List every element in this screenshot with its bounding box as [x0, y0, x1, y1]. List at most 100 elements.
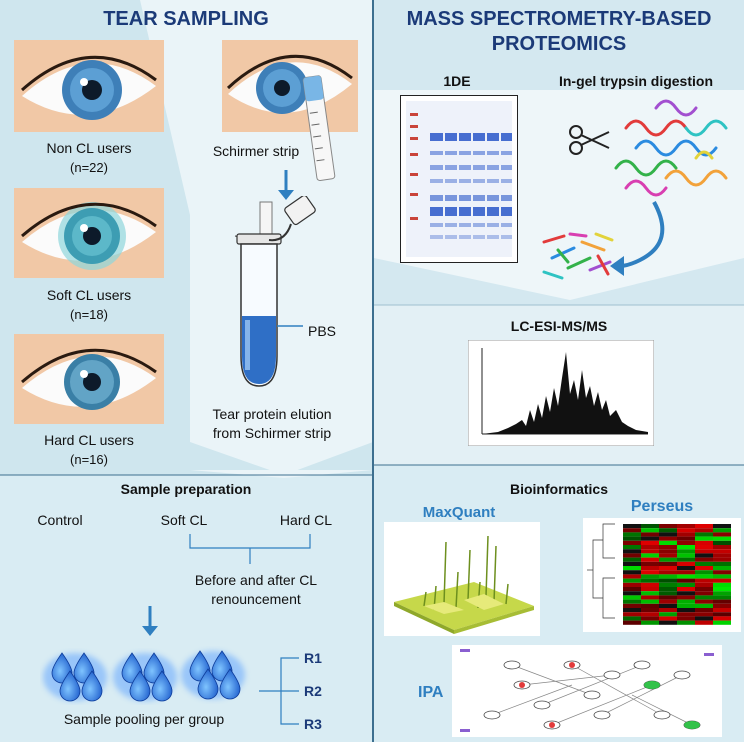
- peptides-image: [542, 232, 614, 280]
- heatmap-cell: [695, 570, 713, 575]
- heatmap-cell: [677, 582, 695, 587]
- maxquant-label: MaxQuant: [422, 504, 496, 521]
- elution-label-line1: Tear protein elution: [212, 406, 332, 422]
- heatmap-cell: [677, 557, 695, 562]
- heatmap-cell: [623, 524, 641, 529]
- group-n-soft-cl: (n=18): [70, 307, 108, 322]
- schirmer-strip-icon: [302, 75, 336, 181]
- heatmap-cell: [659, 566, 677, 571]
- elution-tube-icon: [234, 196, 316, 387]
- heatmap-cell: [641, 612, 659, 617]
- heatmap-cell: [623, 616, 641, 621]
- heatmap-cell: [695, 595, 713, 600]
- heatmap-cell: [713, 528, 731, 533]
- heatmap-cell: [695, 608, 713, 613]
- heatmap-cell: [641, 540, 659, 545]
- heatmap-cell: [677, 549, 695, 554]
- heatmap-cell: [677, 532, 695, 537]
- heatmap-cell: [623, 578, 641, 583]
- heatmap-cell: [623, 570, 641, 575]
- heatmap-cell: [677, 536, 695, 541]
- heatmap-cell: [641, 553, 659, 558]
- heatmap-cell: [677, 553, 695, 558]
- group-label-soft-cl: Soft CL users: [46, 287, 132, 303]
- heatmap-cell: [623, 612, 641, 617]
- heatmap-cell: [641, 570, 659, 575]
- maxquant-3d-plot-image: [384, 522, 540, 636]
- pbs-label: PBS: [308, 323, 337, 339]
- pooling-arrow-icon: [142, 606, 158, 636]
- heatmap-cell: [641, 587, 659, 592]
- replicate-r3: R3: [304, 716, 322, 732]
- heatmap-cell: [677, 570, 695, 575]
- tear-sampling-title: TEAR SAMPLING: [103, 8, 269, 30]
- heatmap-cell: [659, 578, 677, 583]
- heatmap-cell: [713, 591, 731, 596]
- sample-prep-title: Sample preparation: [120, 481, 252, 497]
- heatmap-cell: [713, 557, 731, 562]
- replicate-r2: R2: [304, 683, 322, 699]
- heatmap-cell: [677, 595, 695, 600]
- heatmap-cell: [659, 595, 677, 600]
- heatmap-cell: [677, 578, 695, 583]
- heatmap-cell: [641, 620, 659, 625]
- heatmap-cell: [695, 616, 713, 621]
- heatmap-cell: [659, 553, 677, 558]
- heatmap-cell: [623, 603, 641, 608]
- down-arrow-icon: [278, 170, 294, 200]
- heatmap-cell: [659, 545, 677, 550]
- heatmap-cell: [659, 603, 677, 608]
- heatmap-cell: [695, 620, 713, 625]
- heatmap-cell: [677, 603, 695, 608]
- heatmap-cell: [659, 561, 677, 566]
- heatmap-cell: [623, 620, 641, 625]
- heatmap-cell: [659, 608, 677, 613]
- heatmap-cell: [713, 549, 731, 554]
- heatmap-cell: [695, 599, 713, 604]
- heatmap-cell: [713, 536, 731, 541]
- heatmap-cell: [713, 545, 731, 550]
- replicate-bracket-lines: [259, 657, 299, 725]
- perseus-label: Perseus: [630, 498, 694, 515]
- heatmap-cell: [677, 524, 695, 529]
- heatmap-cell: [659, 536, 677, 541]
- heatmap-cell: [713, 524, 731, 529]
- heatmap-cell: [659, 612, 677, 617]
- heatmap-cell: [713, 616, 731, 621]
- heatmap-cell: [641, 608, 659, 613]
- heatmap-cell: [623, 536, 641, 541]
- heatmap-cell: [713, 570, 731, 575]
- heatmap-cell: [641, 599, 659, 604]
- heatmap-cell: [695, 561, 713, 566]
- heatmap-cell: [641, 532, 659, 537]
- heatmap-cell: [695, 524, 713, 529]
- heatmap-cell: [677, 574, 695, 579]
- group-label-hard-cl: Hard CL users: [44, 432, 134, 448]
- sample-prep-notch: [190, 470, 373, 478]
- heatmap-cell: [641, 549, 659, 554]
- heatmap-cell: [695, 566, 713, 571]
- heatmap-cell: [695, 557, 713, 562]
- heatmap-cell: [623, 545, 641, 550]
- heatmap-cell: [713, 620, 731, 625]
- heatmap-cell: [623, 528, 641, 533]
- heatmap-cell: [695, 591, 713, 596]
- heatmap-cell: [695, 536, 713, 541]
- heatmap-cell: [641, 557, 659, 562]
- heatmap-cell: [659, 528, 677, 533]
- heatmap-cell: [713, 608, 731, 613]
- heatmap-cell: [641, 595, 659, 600]
- heatmap-cell: [623, 540, 641, 545]
- heatmap-cell: [713, 561, 731, 566]
- eye-hard-cl-image: [14, 334, 164, 424]
- gel-image: [400, 95, 518, 263]
- heatmap-cell: [677, 561, 695, 566]
- group-bracket-lines: [189, 534, 311, 564]
- heatmap-cell: [713, 574, 731, 579]
- heatmap-cell: [641, 561, 659, 566]
- digestion-curved-arrow-icon: [610, 201, 665, 276]
- heatmap-cell: [623, 595, 641, 600]
- heatmap-cell: [659, 616, 677, 621]
- heatmap-cell: [623, 557, 641, 562]
- digestion-label: In-gel trypsin digestion: [558, 73, 714, 89]
